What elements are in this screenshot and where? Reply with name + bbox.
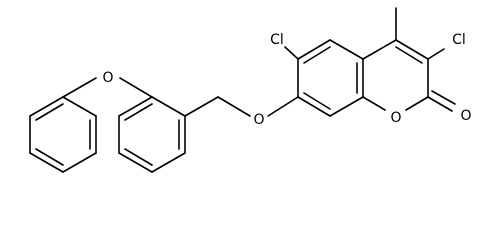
- atom-o-ring: O: [390, 110, 401, 126]
- atom-o-diaryl-ether: O: [102, 70, 113, 86]
- coumarin-benzo-ring: [297, 39, 364, 117]
- bond-o-coumarin: [267, 96, 299, 117]
- molecule-diagram: O O Cl Cl O O: [29, 7, 472, 173]
- atom-cl-c3: Cl: [452, 32, 466, 48]
- benzyl-ring: [118, 96, 186, 173]
- atom-o-carbonyl: O: [460, 108, 471, 124]
- bond-c3-cl: [427, 48, 445, 60]
- chemical-structure: O O Cl Cl O O: [29, 7, 472, 173]
- pyranone-ring: [362, 39, 429, 111]
- bond-ring-ch2: [184, 96, 219, 117]
- atom-cl-c6: Cl: [270, 32, 284, 48]
- bond-ch2-o: [217, 96, 251, 117]
- bond-carbonyl-1: [427, 96, 453, 112]
- bond-carbonyl-2: [431, 90, 456, 105]
- bond-phenyl-o: [62, 77, 97, 98]
- atom-o-benzyl-ether: O: [253, 112, 264, 128]
- bond-o-aryl: [119, 77, 153, 98]
- bond-c6-cl: [284, 46, 299, 60]
- phenyl-ring: [29, 96, 97, 173]
